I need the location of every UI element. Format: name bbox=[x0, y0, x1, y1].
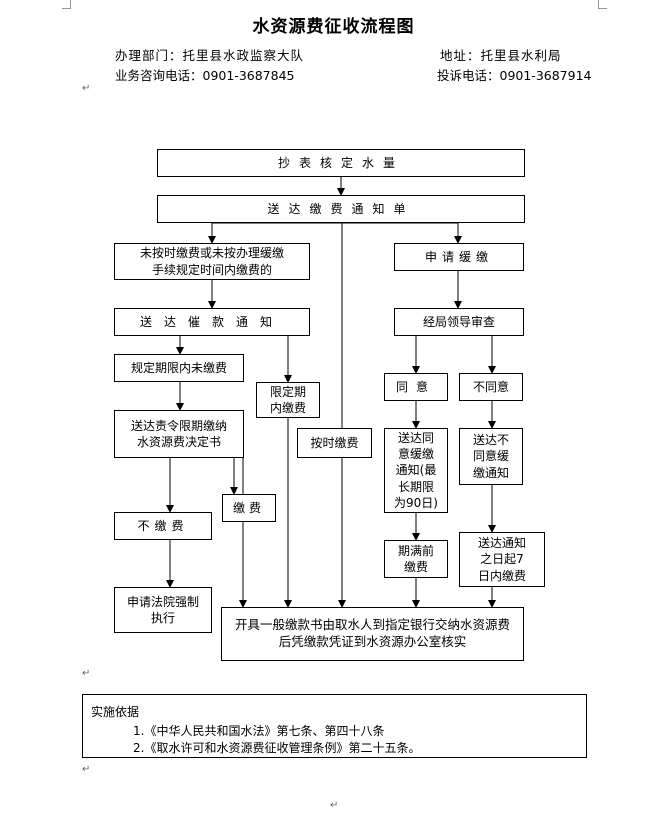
box-disagree: 不同意 bbox=[459, 373, 523, 401]
consult-phone-text: 业务咨询电话：0901-3687845 bbox=[115, 68, 295, 83]
box-unpaid: 未按时缴费或未按办理缓缴 手续规定时间内缴费的 bbox=[114, 243, 310, 280]
box-agree-notice: 送达同 意缓缴 通知(最 长期限 为90日) bbox=[384, 428, 448, 513]
page-corner-mark bbox=[62, 0, 71, 9]
paragraph-mark: ↵ bbox=[82, 83, 91, 94]
complaint-phone-text: 投诉电话：0901-3687914 bbox=[437, 68, 592, 83]
box-court: 申请法院强制 执行 bbox=[114, 587, 212, 633]
box-apply-defer: 申请缓缴 bbox=[394, 243, 524, 271]
box-not-pay: 不缴费 bbox=[114, 512, 212, 540]
box-on-time: 按时缴费 bbox=[297, 428, 372, 458]
box-urge: 送达催款通知 bbox=[114, 308, 310, 336]
box-review: 经局领导审查 bbox=[394, 308, 524, 336]
box-agree: 同意 bbox=[384, 373, 448, 401]
basis-item-2: 2.《取水许可和水资源费征收管理条例》第二十五条。 bbox=[133, 741, 421, 755]
box-order: 送达责令限期缴纳 水资源费决定书 bbox=[114, 410, 244, 458]
address-text: 地址：托里县水利局 bbox=[440, 48, 562, 63]
box-limited-pay: 限定期 内缴费 bbox=[256, 382, 320, 418]
page-title: 水资源费征收流程图 bbox=[252, 17, 415, 37]
basis-item-1: 1.《中华人民共和国水法》第七条、第四十八条 bbox=[133, 724, 385, 738]
box-before-due: 期满前 缴费 bbox=[384, 540, 448, 578]
page-corner-mark bbox=[598, 0, 607, 9]
box-final: 开具一般缴款书由取水人到指定银行交纳水资源费 后凭缴款凭证到水资源办公室核实 bbox=[221, 607, 524, 661]
box-overdue: 规定期限内未缴费 bbox=[114, 354, 244, 382]
box-disagree-notice: 送达不 同意缓 缴通知 bbox=[459, 428, 523, 485]
dept-text: 办理部门：托里县水政监察大队 bbox=[115, 48, 305, 63]
paragraph-mark: ↵ bbox=[82, 764, 91, 775]
box-pay: 缴费 bbox=[222, 494, 276, 522]
paragraph-mark: ↵ bbox=[82, 668, 91, 679]
basis-heading: 实施依据 bbox=[91, 705, 140, 719]
paragraph-mark: ↵ bbox=[330, 800, 339, 811]
box-within7: 送达通知 之日起7 日内缴费 bbox=[459, 532, 545, 587]
box-meter: 抄表核定水量 bbox=[157, 149, 525, 177]
basis-box: 实施依据 1.《中华人民共和国水法》第七条、第四十八条 2.《取水许可和水资源费… bbox=[82, 694, 587, 758]
box-notice: 送达缴费通知单 bbox=[157, 195, 525, 223]
